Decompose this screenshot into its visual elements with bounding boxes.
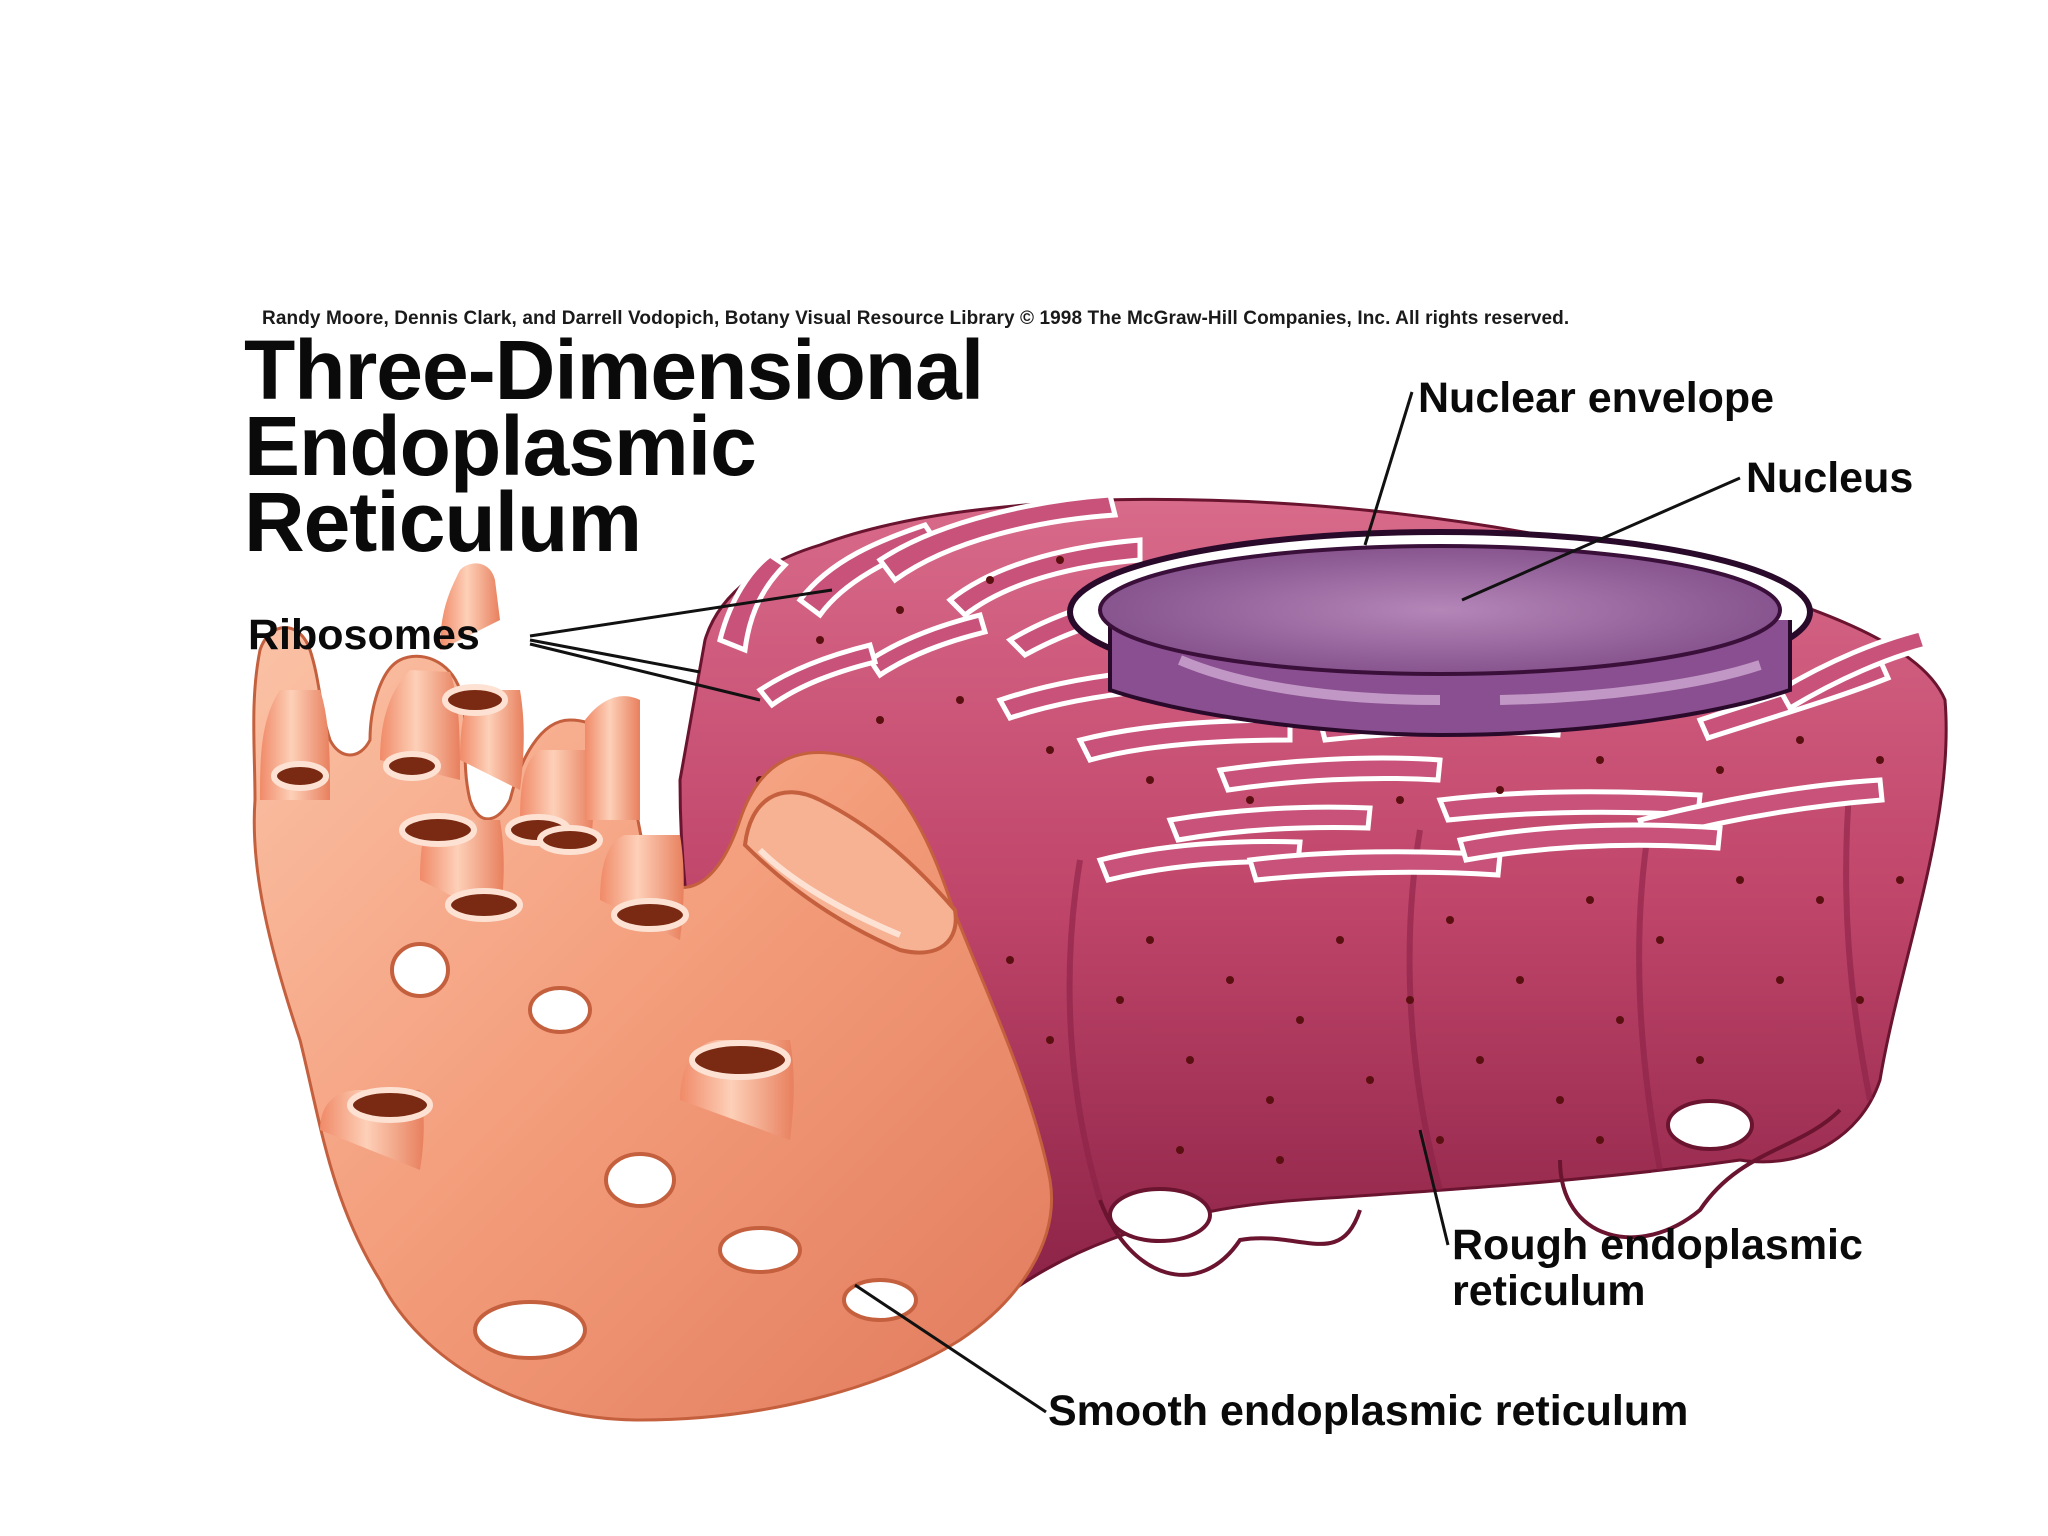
leader-lines bbox=[529, 391, 1741, 1414]
leader-smooth-er bbox=[854, 1283, 1047, 1414]
leader-nuclear-envelope bbox=[1363, 391, 1414, 546]
title-line-3: Reticulum bbox=[244, 475, 642, 569]
leader-ribosomes-2 bbox=[529, 638, 701, 674]
label-nucleus: Nucleus bbox=[1746, 454, 1914, 502]
leader-ribosomes-3 bbox=[529, 642, 761, 702]
title-line-2: Endoplasmic bbox=[244, 399, 757, 493]
leader-nucleus bbox=[1461, 476, 1741, 602]
smooth-er bbox=[252, 563, 1053, 1422]
label-nuclear-envelope: Nuclear envelope bbox=[1418, 374, 1775, 422]
diagram-title: Three-Dimensional Endoplasmic Reticulum bbox=[244, 323, 984, 569]
nucleus-disc bbox=[1067, 529, 1813, 738]
leader-rough-er bbox=[1418, 1129, 1450, 1246]
label-rough-er: Rough endoplasmic reticulum bbox=[1452, 1222, 1863, 1314]
label-smooth-er: Smooth endoplasmic reticulum bbox=[1048, 1387, 1689, 1435]
leader-ribosomes-1 bbox=[529, 588, 833, 638]
label-rough-er-line-2: reticulum bbox=[1452, 1267, 1646, 1315]
label-ribosomes: Ribosomes bbox=[248, 611, 480, 659]
title-line-1: Three-Dimensional bbox=[244, 323, 984, 417]
copyright-credit: Randy Moore, Dennis Clark, and Darrell V… bbox=[262, 308, 1570, 329]
label-rough-er-line-1: Rough endoplasmic bbox=[1452, 1221, 1863, 1269]
